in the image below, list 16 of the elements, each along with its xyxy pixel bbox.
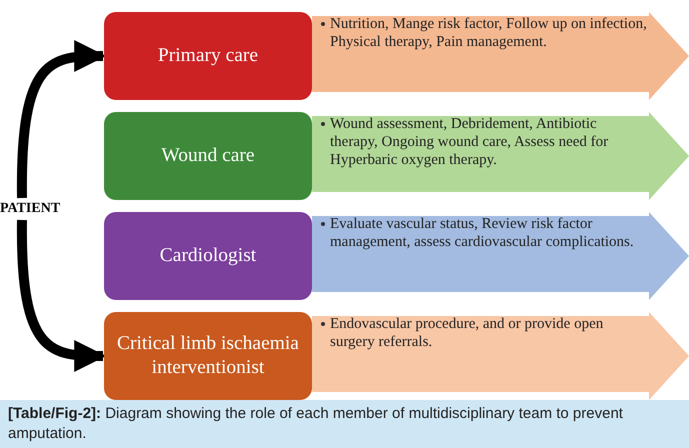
task-list-text: Nutrition, Mange risk factor, Follow up on infection, Physical therapy, Pain management. [330, 15, 648, 51]
block-arrow [312, 312, 689, 400]
patient-label: PATIENT [0, 201, 60, 217]
task-list-text: Evaluate vascular status, Review risk factor management, assess cardiovascular complications. [330, 215, 635, 251]
role-box: Primary care [104, 12, 312, 100]
task-list-text: Endovascular procedure, and or provide open surgery referrals. [330, 315, 604, 351]
role-box: Cardiologist [104, 212, 312, 300]
block-arrow [312, 12, 689, 100]
block-arrow [312, 112, 689, 200]
curved-arrow [17, 220, 106, 372]
block-arrow [312, 212, 689, 300]
figure-caption: [Table/Fig-2]: Diagram showing the role of each member of multidisciplinary team to prevent amputation. [0, 400, 689, 448]
curved-arrow [17, 40, 106, 198]
role-box: Critical limb ischaemia interventionist [104, 312, 312, 400]
task-list-text: Wound assessment, Debridement, Antibiotic therapy, Ongoing wound care, Assess need for Hyperbaric oxygen therapy. [330, 115, 610, 169]
role-box: Wound care [104, 112, 312, 200]
